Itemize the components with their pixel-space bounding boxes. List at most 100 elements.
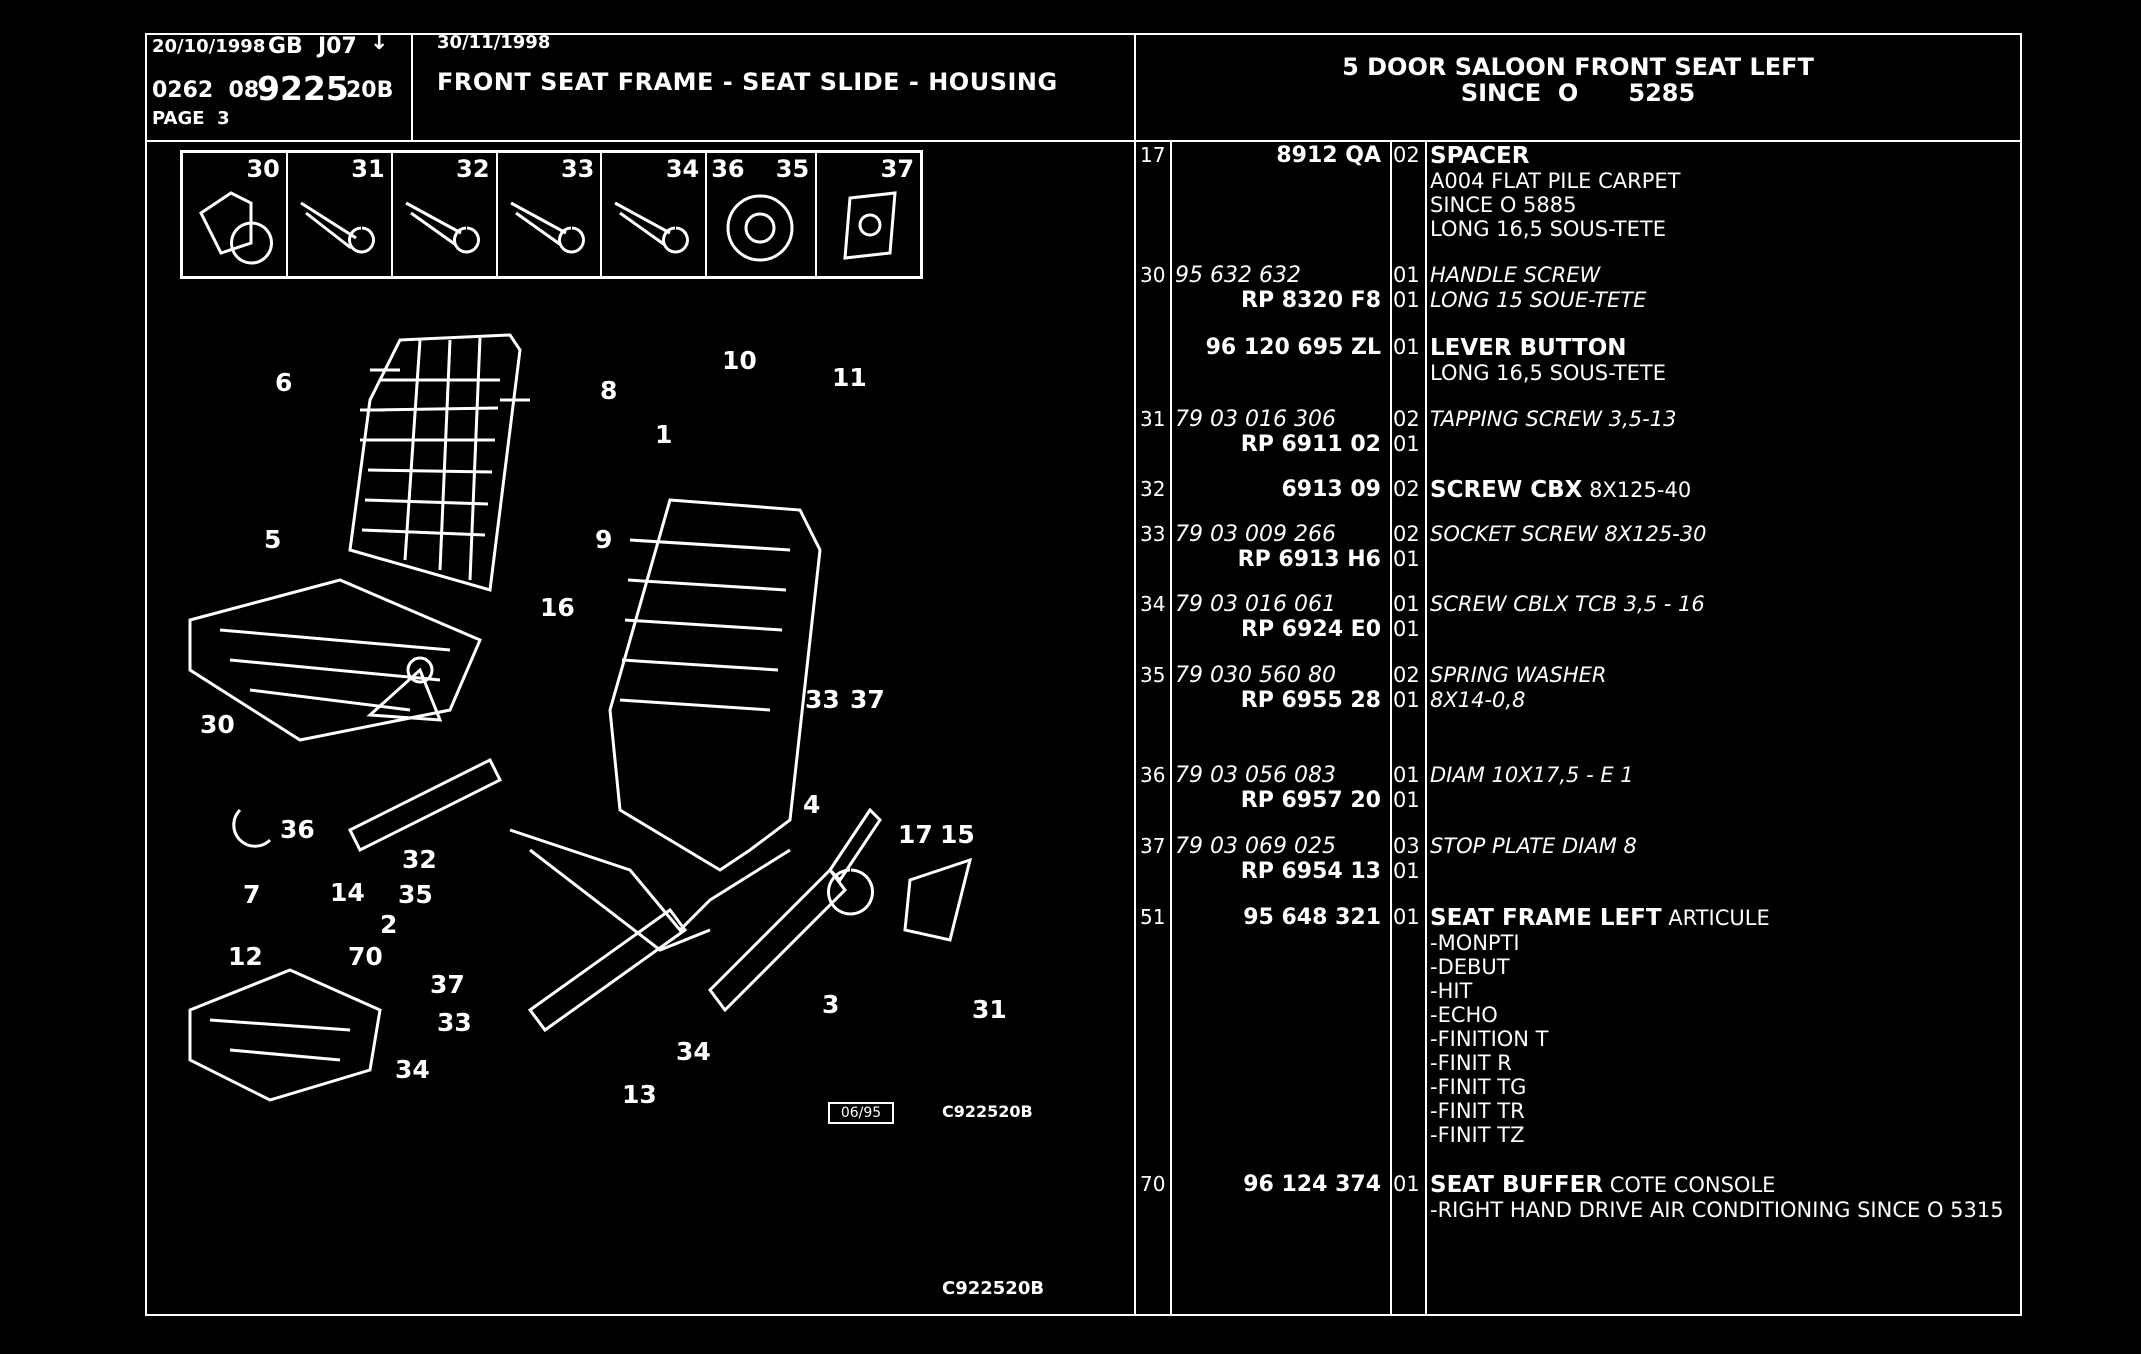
callout-label: 5 bbox=[264, 525, 282, 554]
thumbnail-label: 30 bbox=[246, 155, 280, 183]
part-description: SEAT FRAME LEFT ARTICULE-MONPTI-DEBUT-HI… bbox=[1430, 905, 1770, 1147]
callout-label: 34 bbox=[676, 1037, 711, 1066]
model-title: 5 DOOR SALOON FRONT SEAT LEFT bbox=[1342, 53, 1814, 81]
part-ref: 37 bbox=[1140, 834, 1166, 858]
ref-suffix: 20B bbox=[346, 78, 394, 103]
callout-label: 12 bbox=[228, 942, 263, 971]
callout-label: 3 bbox=[822, 990, 840, 1019]
callout-label: 70 bbox=[348, 942, 383, 971]
callout-label: 16 bbox=[540, 593, 575, 622]
part-ref: 30 bbox=[1140, 263, 1166, 287]
part-number: 79 03 016 306 bbox=[1175, 407, 1336, 432]
callout-label: 7 bbox=[243, 880, 261, 909]
part-number: 79 03 069 025 bbox=[1175, 834, 1336, 859]
callout-label: 13 bbox=[622, 1080, 657, 1109]
part-qty: 02 bbox=[1393, 663, 1420, 687]
callout-label: 37 bbox=[850, 685, 885, 714]
part-ref: 70 bbox=[1140, 1172, 1166, 1196]
part-qty: 01 bbox=[1393, 788, 1420, 812]
part-ref: 36 bbox=[1140, 763, 1166, 787]
part-number: RP 6954 13 bbox=[1240, 859, 1381, 884]
thumbnail-label: 37 bbox=[880, 155, 915, 183]
date-1: 20/10/1998 bbox=[152, 36, 266, 57]
stop-plate-icon bbox=[843, 191, 897, 260]
part-number: 6913 09 bbox=[1281, 477, 1381, 502]
part-ref: 17 bbox=[1140, 143, 1166, 167]
part-qty: 02 bbox=[1393, 522, 1420, 546]
part-description: SCREW CBX 8X125-40 bbox=[1430, 477, 1692, 503]
part-description: SCREW CBLX TCB 3,5 - 16 bbox=[1430, 592, 1705, 616]
callout-label: 2 bbox=[380, 910, 398, 939]
thumbnail-label: 35 bbox=[775, 155, 810, 183]
part-description: TAPPING SCREW 3,5-13 bbox=[1430, 407, 1677, 431]
part-number: RP 6911 02 bbox=[1240, 432, 1381, 457]
callout-label: 17 bbox=[898, 820, 933, 849]
page-frame bbox=[145, 33, 2022, 1316]
part-qty: 01 bbox=[1393, 763, 1420, 787]
thumbnail-34: 34 bbox=[602, 153, 708, 276]
thumbnail-36-35: 36 35 bbox=[707, 153, 818, 276]
part-ref: 32 bbox=[1140, 477, 1166, 501]
header-divider bbox=[145, 140, 2022, 142]
desc-col-divider bbox=[1425, 140, 1427, 1316]
ref-col-divider bbox=[1170, 140, 1172, 1316]
part-number: 96 120 695 ZL bbox=[1205, 335, 1381, 360]
part-number: RP 6924 E0 bbox=[1241, 617, 1381, 642]
region-code: GB bbox=[268, 34, 303, 59]
part-qty: 01 bbox=[1393, 547, 1420, 571]
part-qty: 01 bbox=[1393, 617, 1420, 641]
since-title: SINCE O 5285 bbox=[1460, 79, 1696, 107]
part-ref: 51 bbox=[1140, 905, 1166, 929]
screw-icon bbox=[300, 201, 375, 254]
part-number: 8912 QA bbox=[1276, 143, 1381, 168]
down-arrow-icon: ↓ bbox=[370, 30, 389, 55]
thumbnail-33: 33 bbox=[498, 153, 603, 276]
part-ref: 31 bbox=[1140, 407, 1166, 431]
callout-label: 9 bbox=[595, 525, 613, 554]
ref-main: 9225 bbox=[257, 69, 349, 108]
thumbnail-label: 36 bbox=[711, 155, 745, 183]
callout-label: 31 bbox=[972, 995, 1007, 1024]
callout-label: 35 bbox=[398, 880, 433, 909]
seat-frame-exploded-diagram bbox=[188, 333, 973, 1102]
revision-stamp: 06/95 bbox=[828, 1102, 894, 1124]
fastener-thumbnail-strip: 30 31 32 33 34 36 35 37 bbox=[180, 150, 923, 279]
page-number: PAGE 3 bbox=[152, 108, 230, 129]
washer-icon bbox=[726, 194, 794, 262]
page-title: FRONT SEAT FRAME - SEAT SLIDE - HOUSING bbox=[437, 68, 1058, 96]
callout-label: 32 bbox=[402, 845, 437, 874]
part-number: RP 6957 20 bbox=[1240, 788, 1381, 813]
part-number: 95 632 632 bbox=[1175, 263, 1301, 288]
callout-label: 4 bbox=[803, 790, 821, 819]
diagram-code: C922520B bbox=[942, 1102, 1033, 1121]
callout-label: 1 bbox=[655, 420, 673, 449]
part-description: STOP PLATE DIAM 8 bbox=[1430, 834, 1637, 858]
callout-label: 15 bbox=[940, 820, 975, 849]
part-description: SOCKET SCREW 8X125-30 bbox=[1430, 522, 1707, 546]
socket-screw-icon bbox=[509, 201, 585, 254]
main-col-divider bbox=[1134, 33, 1136, 1316]
part-ref: 33 bbox=[1140, 522, 1166, 546]
part-number: 79 03 056 083 bbox=[1175, 763, 1336, 788]
tapping-screw-icon bbox=[614, 201, 690, 254]
qty-col-divider bbox=[1390, 140, 1392, 1316]
button-icon bbox=[199, 191, 273, 265]
header-col-divider bbox=[411, 33, 413, 141]
part-qty: 01 bbox=[1393, 288, 1420, 312]
part-qty: 02 bbox=[1393, 477, 1420, 501]
callout-label: 11 bbox=[832, 363, 867, 392]
callout-label: 30 bbox=[200, 710, 235, 739]
part-number: 79 030 560 80 bbox=[1175, 663, 1336, 688]
part-number: 79 03 016 061 bbox=[1175, 592, 1336, 617]
callout-label: 14 bbox=[330, 878, 365, 907]
ref-prefix: 0262 08 bbox=[152, 78, 260, 103]
part-qty: 01 bbox=[1393, 592, 1420, 616]
part-description: DIAM 10X17,5 - E 1 bbox=[1430, 763, 1634, 787]
part-qty: 01 bbox=[1393, 688, 1420, 712]
callout-label: 6 bbox=[275, 368, 293, 397]
part-number: RP 6913 H6 bbox=[1237, 547, 1381, 572]
callout-label: 36 bbox=[280, 815, 315, 844]
